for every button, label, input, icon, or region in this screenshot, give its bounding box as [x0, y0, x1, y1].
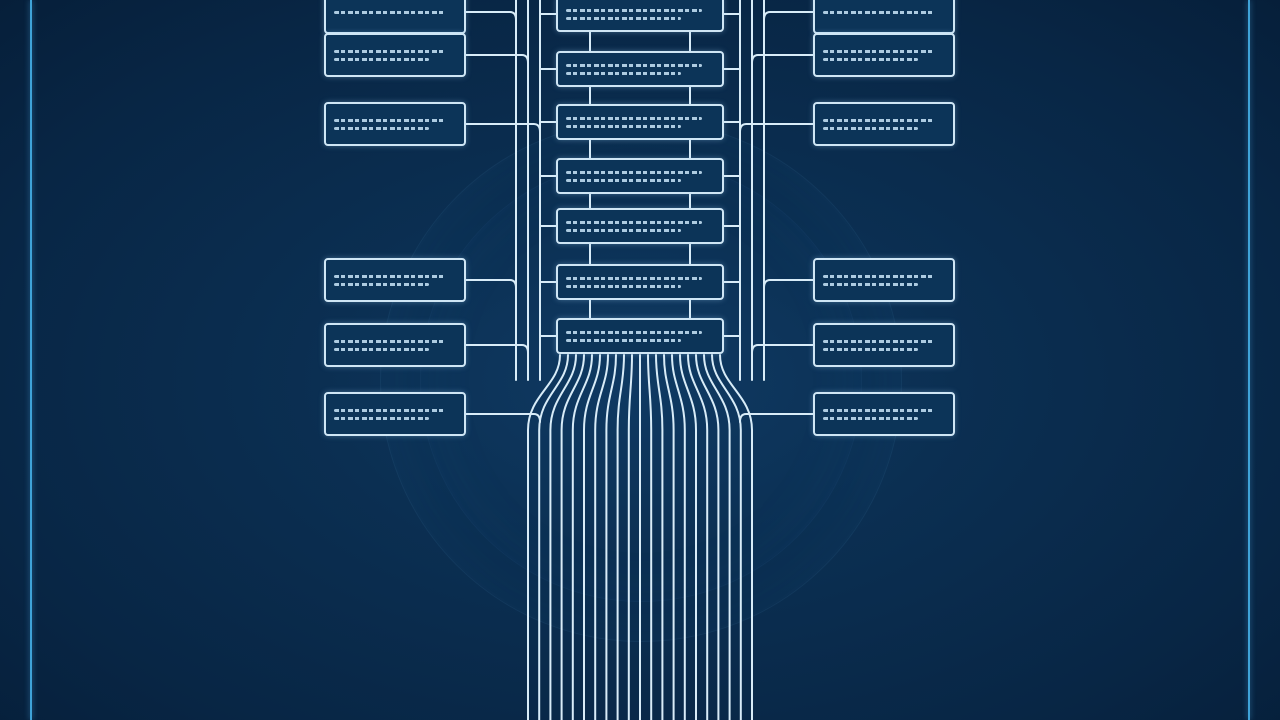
- right-connector-2: [751, 54, 814, 64]
- bus-wire-5: [571, 354, 593, 720]
- node-text-line: [566, 63, 703, 67]
- node-text-line: [823, 416, 919, 420]
- node-text-line: [823, 274, 936, 278]
- left-node-3: [324, 102, 466, 146]
- center-node-3: [556, 104, 724, 140]
- right-connector-5: [751, 344, 814, 354]
- node-text-line: [566, 220, 703, 224]
- left-node-2: [324, 33, 466, 77]
- node-text-line: [566, 116, 703, 120]
- center-node-1: [556, 0, 724, 32]
- bus-wire-19: [703, 354, 731, 720]
- left-frame-line: [30, 0, 32, 720]
- node-text-line: [566, 8, 703, 12]
- bus-wire-3: [549, 354, 577, 720]
- bus-wire-17: [687, 354, 709, 720]
- left-node-5: [324, 323, 466, 367]
- center-node-5: [556, 208, 724, 244]
- right-node-3: [813, 102, 955, 146]
- bus-wire-4: [560, 354, 585, 720]
- bus-wire-9: [616, 354, 625, 720]
- node-text-line: [566, 228, 682, 232]
- node-text-line: [823, 282, 919, 286]
- bus-wire-14: [663, 354, 675, 720]
- center-node-4: [556, 158, 724, 194]
- left-connector-4: [465, 279, 517, 289]
- node-text-line: [823, 347, 919, 351]
- left-node-6: [324, 392, 466, 436]
- right-node-5: [813, 323, 955, 367]
- center-node-7: [556, 318, 724, 354]
- node-text-line: [334, 274, 447, 278]
- bus-wire-12: [647, 354, 653, 720]
- node-text-line: [334, 339, 447, 343]
- bus-wire-15: [671, 354, 686, 720]
- node-text-line: [334, 118, 447, 122]
- left-connector-5: [465, 344, 529, 354]
- right-node-6: [813, 392, 955, 436]
- bus-wire-2: [538, 354, 569, 720]
- left-node-4: [324, 258, 466, 302]
- node-text-line: [566, 338, 682, 342]
- right-connector-4: [763, 279, 814, 289]
- node-text-line: [334, 282, 430, 286]
- node-text-line: [334, 126, 430, 130]
- node-text-line: [334, 408, 447, 412]
- bus-wire-13: [655, 354, 664, 720]
- right-node-4: [813, 258, 955, 302]
- node-text-line: [334, 416, 430, 420]
- node-text-line: [334, 57, 430, 61]
- node-text-line: [566, 178, 682, 182]
- left-node-1: [324, 0, 466, 34]
- bus-wire-7: [594, 354, 609, 720]
- node-text-line: [823, 10, 936, 14]
- node-text-line: [566, 284, 682, 288]
- right-frame-line: [1248, 0, 1250, 720]
- left-connector-1: [465, 11, 517, 21]
- bus-wire-6: [583, 354, 601, 720]
- bus-wire-1: [527, 354, 561, 720]
- node-text-line: [823, 126, 919, 130]
- node-text-line: [823, 57, 919, 61]
- node-text-line: [566, 16, 682, 20]
- bus-wire-16: [679, 354, 697, 720]
- right-node-1: [813, 0, 955, 34]
- bus-wire-8: [605, 354, 617, 720]
- left-connector-3: [465, 123, 541, 133]
- left-connector-2: [465, 54, 529, 64]
- node-text-line: [566, 124, 682, 128]
- node-text-line: [823, 339, 936, 343]
- node-text-line: [566, 170, 703, 174]
- bus-wire-10: [627, 354, 633, 720]
- node-text-line: [823, 118, 936, 122]
- node-text-line: [334, 347, 430, 351]
- node-text-line: [566, 71, 682, 75]
- node-text-line: [566, 330, 703, 334]
- center-node-2: [556, 51, 724, 87]
- bus-wire-21: [719, 354, 753, 720]
- right-connector-3: [739, 123, 814, 133]
- node-text-line: [823, 49, 936, 53]
- node-text-line: [334, 49, 447, 53]
- node-text-line: [566, 276, 703, 280]
- node-text-line: [334, 10, 447, 14]
- node-text-line: [823, 408, 936, 412]
- right-node-2: [813, 33, 955, 77]
- bus-wire-20: [711, 354, 742, 720]
- right-connector-1: [763, 11, 814, 21]
- center-node-6: [556, 264, 724, 300]
- bus-wire-18: [695, 354, 720, 720]
